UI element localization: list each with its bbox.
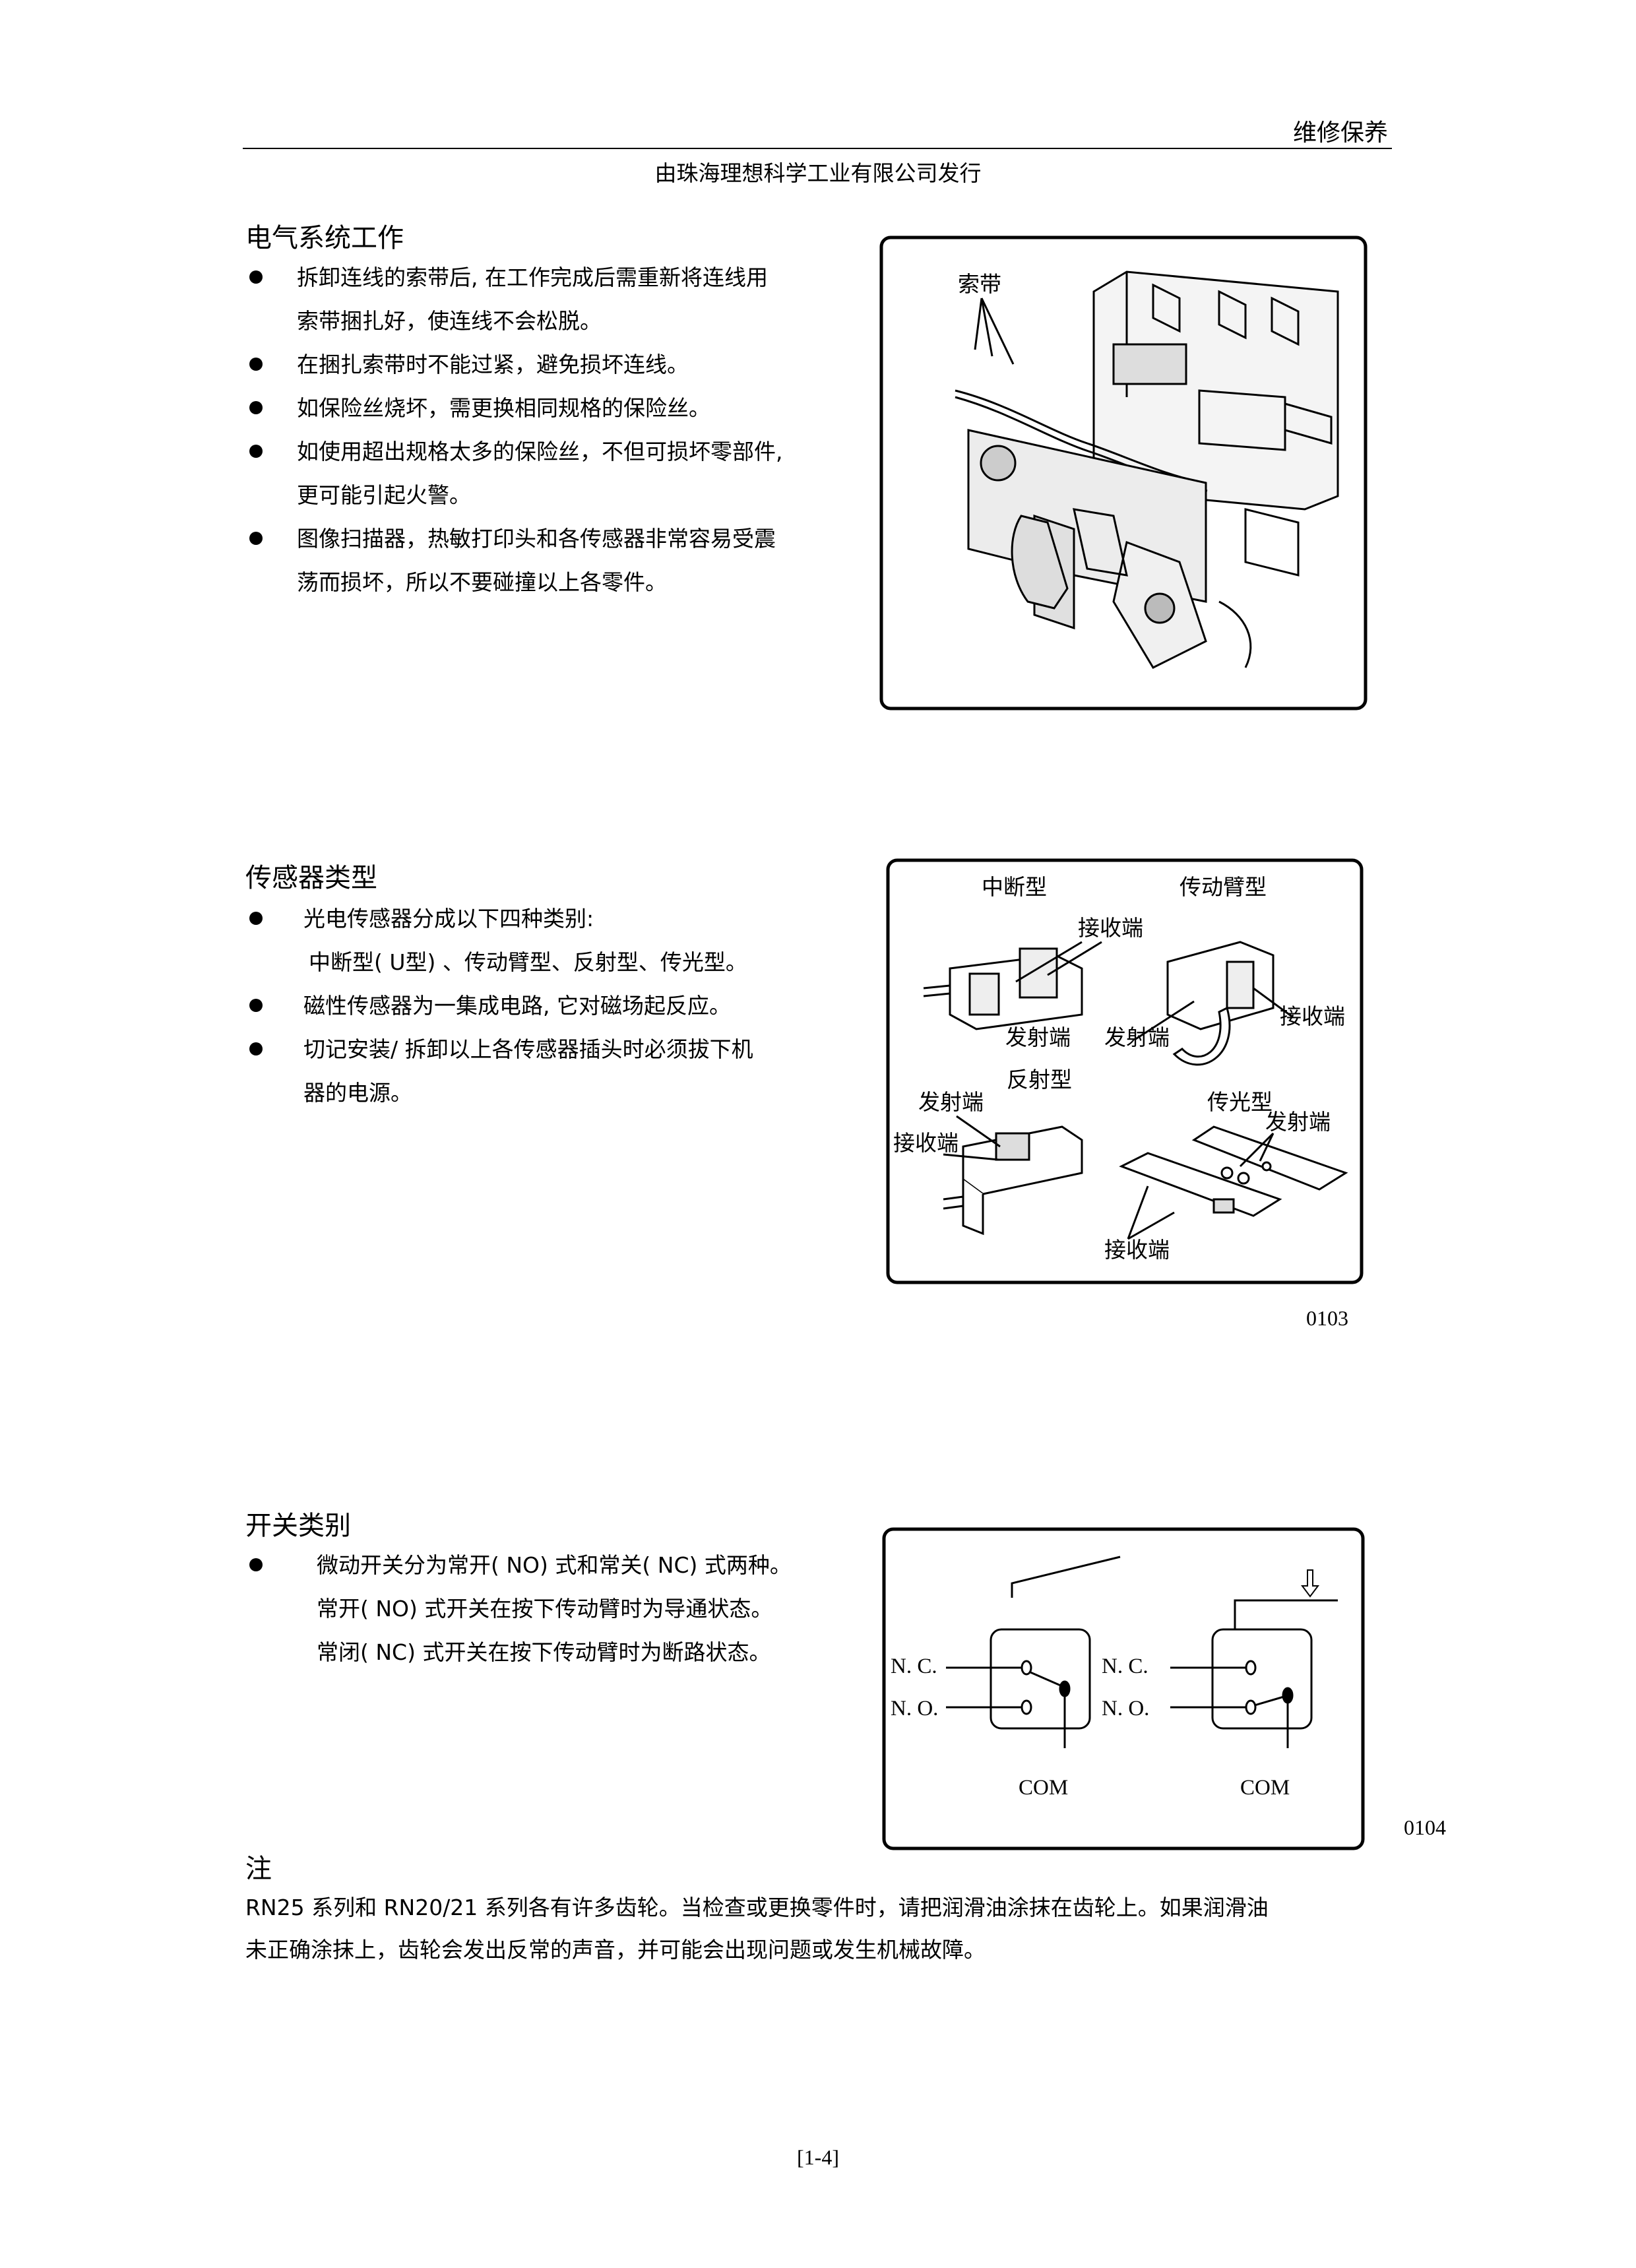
bullet-line: 中断型( U型) 、传动臂型、反射型、传光型。: [309, 949, 747, 975]
label-reflective-type: 反射型: [1007, 1067, 1072, 1092]
section-title-sensors: 传感器类型: [245, 863, 377, 893]
note-line: RN25 系列和 RN20/21 系列各有许多齿轮。当检查或更换零件时，请把润滑…: [245, 1895, 1269, 1920]
bullet-list-sensors: 光电传感器分成以下四种类别: 中断型( U型) 、传动臂型、反射型、传光型。 磁…: [245, 897, 859, 1115]
cable-tie-pointers: [974, 298, 1015, 365]
bullet-line: 切记安装/ 拆卸以上各传感器插头时必须拔下机: [303, 1036, 753, 1062]
bullet-line: 光电传感器分成以下四种类别:: [303, 906, 594, 931]
header-divider: [243, 148, 1392, 149]
note-title: 注: [245, 1854, 272, 1884]
label-com-left: COM: [1019, 1776, 1068, 1800]
sensor-illustrations: [923, 941, 1348, 1236]
bullet-line: 荡而损坏，所以不要碰撞以上各零件。: [297, 569, 667, 595]
bullet-list-electrical: 拆卸连线的索带后, 在工作完成后需重新将连线用 索带捆扎好，使连线不会松脱。 在…: [245, 256, 859, 604]
bullet-line: 拆卸连线的索带后, 在工作完成后需重新将连线用: [297, 265, 768, 290]
list-item: 微动开关分为常开( NO) 式和常关( NC) 式两种。 常开( NO) 式开关…: [245, 1544, 859, 1674]
bullet-line: 如使用超出规格太多的保险丝，不但可损坏零部件,: [297, 439, 783, 464]
label-com-right: COM: [1240, 1776, 1290, 1800]
section-title-switches: 开关类别: [245, 1511, 351, 1541]
press-arrow-icon: [1301, 1569, 1319, 1598]
sensor-pointers: [943, 941, 1294, 1240]
list-item: 磁性传感器为一集成电路, 它对磁场起反应。: [245, 984, 859, 1028]
note-body: RN25 系列和 RN20/21 系列各有许多齿轮。当检查或更换零件时，请把润滑…: [245, 1887, 1406, 1971]
label-receiver-2: 接收端: [1280, 1003, 1345, 1029]
header-section-label: 维修保养: [1293, 119, 1389, 146]
figure-number-switches: 0104: [1404, 1815, 1446, 1839]
list-item: 在捆扎索带时不能过紧，避免损坏连线。: [245, 343, 859, 387]
note-line: 未正确涂抹上，齿轮会发出反常的声音，并可能会出现问题或发生机械故障。: [245, 1937, 986, 1963]
label-receiver-3: 接收端: [893, 1130, 959, 1156]
list-item: 如使用超出规格太多的保险丝，不但可损坏零部件, 更可能引起火警。: [245, 430, 859, 517]
bullet-line: 索带捆扎好，使连线不会松脱。: [297, 308, 602, 334]
bullet-line: 图像扫描器，热敏打印头和各传感器非常容易受震: [297, 526, 776, 551]
bullet-line: 如保险丝烧坏，需更换相同规格的保险丝。: [297, 395, 710, 421]
list-item: 切记安装/ 拆卸以上各传感器插头时必须拔下机 器的电源。: [245, 1028, 859, 1115]
label-emitter-1: 发射端: [1005, 1024, 1071, 1050]
bullet-line: 器的电源。: [303, 1080, 412, 1106]
list-item: 图像扫描器，热敏打印头和各传感器非常容易受震 荡而损坏，所以不要碰撞以上各零件。: [245, 517, 859, 604]
label-receiver-1: 接收端: [1078, 915, 1143, 941]
label-emitter-3: 发射端: [918, 1089, 984, 1115]
bullet-line: 磁性传感器为一集成电路, 它对磁场起反应。: [303, 993, 731, 1019]
list-item: 光电传感器分成以下四种类别: 中断型( U型) 、传动臂型、反射型、传光型。: [245, 897, 859, 984]
bullet-line: 常开( NO) 式开关在按下传动臂时为导通状态。: [317, 1596, 773, 1622]
publisher-line: 由珠海理想科学工业有限公司发行: [654, 160, 982, 186]
switch-normally-open: [1170, 1599, 1338, 1748]
bullet-line: 在捆扎索带时不能过紧，避免损坏连线。: [297, 352, 689, 377]
label-no-right: N. O.: [1102, 1697, 1149, 1720]
figure-frame: [882, 1527, 1365, 1850]
label-transmissive-type: 传光型: [1207, 1089, 1273, 1115]
label-cable-tie: 索带: [958, 271, 1001, 297]
list-item: 如保险丝烧坏，需更换相同规格的保险丝。: [245, 387, 859, 430]
label-no-left: N. O.: [891, 1697, 938, 1720]
bullet-list-switches: 微动开关分为常开( NO) 式和常关( NC) 式两种。 常开( NO) 式开关…: [245, 1544, 859, 1674]
section-title-electrical: 电气系统工作: [245, 223, 404, 253]
bullet-line: 微动开关分为常开( NO) 式和常关( NC) 式两种。: [317, 1552, 792, 1578]
switch-normally-closed: [946, 1556, 1121, 1748]
machine-illustration: [955, 270, 1339, 669]
figure-microswitch: N. C. N. O. COM N. C. N. O. COM: [882, 1527, 1365, 1850]
label-nc-right: N. C.: [1102, 1654, 1148, 1678]
label-actuator-type: 传动臂型: [1180, 874, 1267, 900]
label-interrupt-type: 中断型: [982, 874, 1047, 900]
page-number: [1-4]: [797, 2145, 839, 2169]
figure-cable-tie: 索带: [879, 236, 1368, 710]
label-emitter-4: 发射端: [1265, 1109, 1331, 1135]
figure-sensor-types: 中断型 传动臂型 接收端 接收端 发射端 发射端 反射型 发射端 传光型 发射端…: [886, 858, 1364, 1284]
label-nc-left: N. C.: [891, 1654, 937, 1678]
bullet-line: 常闭( NC) 式开关在按下传动臂时为断路状态。: [317, 1639, 771, 1665]
label-receiver-4: 接收端: [1104, 1237, 1170, 1263]
list-item: 拆卸连线的索带后, 在工作完成后需重新将连线用 索带捆扎好，使连线不会松脱。: [245, 256, 859, 343]
bullet-line: 更可能引起火警。: [297, 482, 471, 508]
figure-number-sensors: 0103: [1306, 1306, 1348, 1330]
